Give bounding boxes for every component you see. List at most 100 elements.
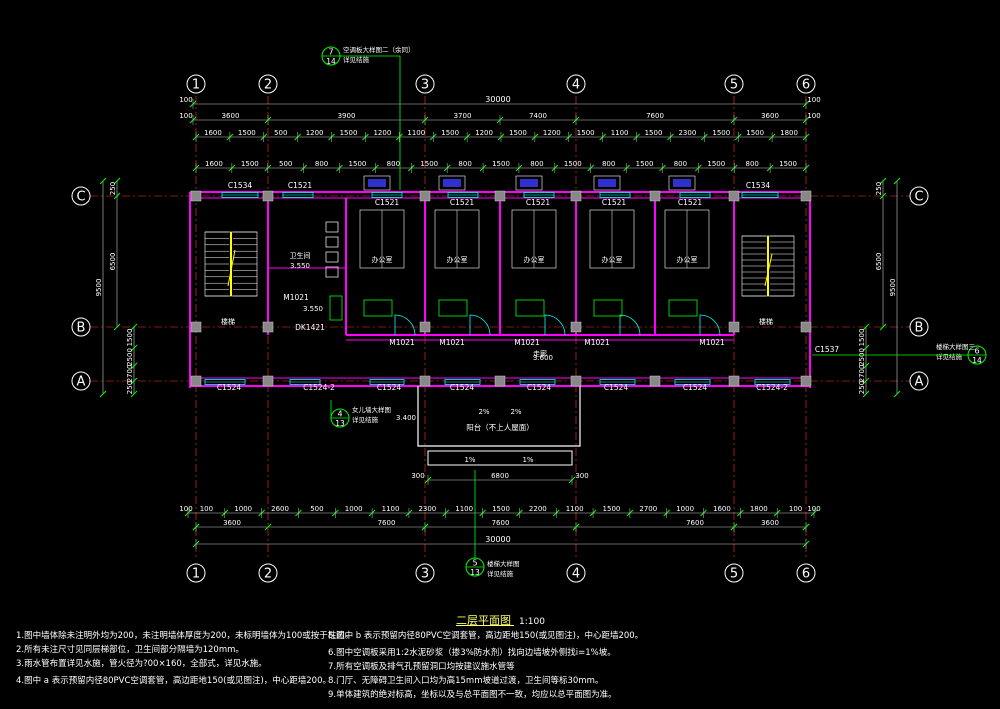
dim-bottom-edge-l: 100 [179, 505, 192, 513]
wc-stall-0 [325, 221, 339, 233]
dim-bottom-openings-text: 100 [789, 505, 802, 513]
window-label: C1534 [746, 181, 771, 190]
dim-right-inner-text: 6500 [875, 253, 883, 271]
callout-right-num: 6 [974, 347, 979, 356]
dim-top-windows-text: 800 [602, 160, 615, 168]
dim-left-lower-text: 250 [126, 381, 134, 394]
balcony-outline [417, 386, 581, 447]
dim-top-openings-text: 1500 [577, 129, 595, 137]
callout-top-sheet: 14 [326, 57, 336, 66]
dim-canopy-text: 6800 [491, 472, 509, 480]
dim-top-windows-text: 800 [530, 160, 543, 168]
callout-bottom-num: 5 [472, 559, 477, 568]
sofa-4 [668, 299, 698, 317]
axis-bubble-bottom-circle [796, 563, 816, 583]
dim-right-inner-tick [879, 192, 887, 200]
column-c [262, 190, 274, 202]
ac-unit-fill-0 [368, 179, 386, 187]
dim-top-total: 30000 [485, 95, 510, 104]
dim-top-openings-text: 1200 [373, 129, 391, 137]
dim-top-openings-text: 2300 [678, 129, 696, 137]
window-label: C1524 [604, 383, 629, 392]
axis-bubble-top-label: 2 [264, 78, 272, 93]
door-label: DK1421 [295, 323, 325, 332]
axis-bubble-right-label: B [915, 321, 924, 336]
dim-left-inner-text: 6500 [109, 253, 117, 271]
axis-bubble-left-label: C [76, 190, 85, 205]
column-a [728, 375, 740, 387]
dim-canopy-l: 300 [411, 472, 424, 480]
room-label-office: 办公室 [447, 255, 468, 264]
dim-bottom-openings-text: 1100 [382, 505, 400, 513]
dim-canopy-r: 300 [575, 472, 588, 480]
column-c [190, 190, 202, 202]
sofa-1 [438, 299, 468, 317]
dim-bottom-axes-text: 3600 [223, 519, 241, 527]
window-label: C1524 [377, 383, 402, 392]
axis-bubble-right-circle [909, 371, 929, 391]
axis-bubble-bottom-label: 6 [802, 567, 810, 582]
room-label-wc: 卫生间 [290, 251, 311, 260]
column-c [728, 190, 740, 202]
dim-top-openings-text: 1100 [611, 129, 629, 137]
dim-top-axes-text: 7600 [646, 112, 664, 120]
dim-top-windows-text: 1500 [564, 160, 582, 168]
axis-bubble-bottom-circle [415, 563, 435, 583]
dim-bottom-axes-text: 7600 [686, 519, 704, 527]
dim-bottom-openings-text: 2600 [271, 505, 289, 513]
slope-1: 2% [478, 408, 489, 416]
dim-right-inner-tick [879, 323, 887, 331]
dim-top-windows-text: 800 [387, 160, 400, 168]
stair-west-arrow [227, 249, 236, 287]
dim-left-inner-text: 250 [109, 182, 117, 195]
axis-bubble-right-label: C [914, 190, 923, 205]
wc-stall-3 [325, 266, 339, 278]
dim-right-total-tick [893, 177, 901, 185]
dim-top-windows-text: 1500 [492, 160, 510, 168]
dim-top-openings-text: 1600 [204, 129, 222, 137]
dim-bottom-openings-text: 1500 [603, 505, 621, 513]
dim-top-axes-text: 3600 [222, 112, 240, 120]
room-label-office: 办公室 [524, 255, 545, 264]
axis-bubble-bottom-label: 4 [572, 567, 580, 582]
elev-label-wc2: 3.550 [303, 305, 323, 313]
dim-top-windows-text: 1500 [241, 160, 259, 168]
dim-top-windows-text: 1500 [420, 160, 438, 168]
axis-bubble-top-label: 5 [730, 78, 738, 93]
dim-right-total-text: 9500 [889, 279, 897, 297]
sofa-0 [363, 299, 393, 317]
window-label: C1524 [217, 383, 242, 392]
dim-top-axes-text: 3700 [454, 112, 472, 120]
dim-top-openings-text: 1500 [238, 129, 256, 137]
room-label-stair-west: 楼梯 [221, 317, 235, 326]
dim-right-lower-tick [862, 377, 870, 385]
axis-bubble-bottom-label: 2 [264, 567, 272, 582]
column-c [419, 190, 431, 202]
dim-left-inner-tick [113, 192, 121, 200]
dim-left-lower-tick [130, 377, 138, 385]
dim-top-openings-text: 1200 [306, 129, 324, 137]
ac-unit-3 [593, 175, 621, 191]
window-label: C1521 [678, 198, 703, 207]
axis-bubble-top-circle [186, 74, 206, 94]
dim-top-openings-text: 1500 [746, 129, 764, 137]
dim-left-lower-tick [130, 344, 138, 352]
dim-bottom-total: 30000 [485, 535, 510, 544]
callout-bottom-sheet: 13 [470, 568, 480, 577]
column-a-mid [494, 375, 506, 387]
dim-bottom-openings-text: 1500 [492, 505, 510, 513]
dim-top-openings-text: 1500 [509, 129, 527, 137]
dim-left-total-text: 9500 [95, 279, 103, 297]
ac-unit-fill-2 [520, 179, 538, 187]
window-label: C1521 [526, 198, 551, 207]
dim-top-row2-edge-l: 100 [179, 112, 192, 120]
window-label: C1537 [815, 345, 840, 354]
axis-bubble-left-circle [71, 317, 91, 337]
dim-bottom-openings-text: 1800 [750, 505, 768, 513]
dim-top-windows-text: 1500 [349, 160, 367, 168]
door-label: M1021 [514, 338, 540, 347]
callout-right-label: 楼梯大样图三 [936, 342, 976, 351]
column-a-mid2 [649, 375, 661, 387]
